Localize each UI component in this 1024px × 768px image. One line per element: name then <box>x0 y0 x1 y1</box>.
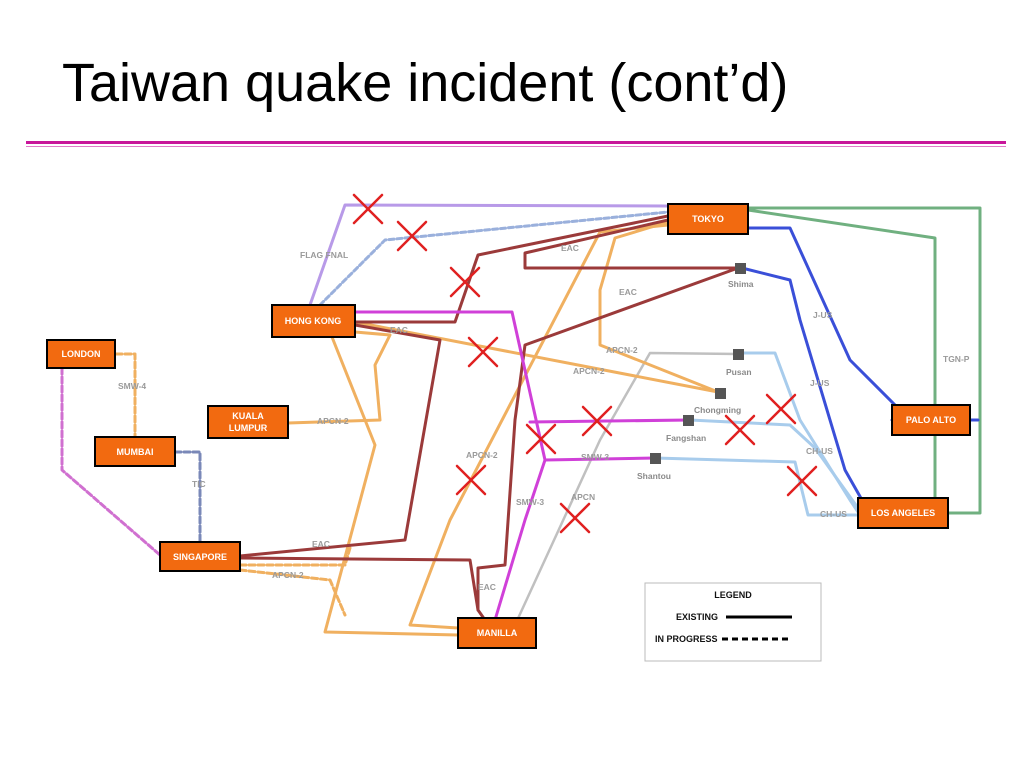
label-apcn2-sg: APCN-2 <box>272 570 304 580</box>
cable-jus-a <box>746 226 902 422</box>
label-chus-2: CH-US <box>820 509 847 519</box>
label-smw3-2: SMW-3 <box>516 497 544 507</box>
cable-smw3-c <box>493 458 547 622</box>
legend-inprogress-label: IN PROGRESS <box>655 634 718 644</box>
legend-title: LEGEND <box>714 590 752 600</box>
title-rule-thin <box>26 146 1006 147</box>
cable-apcn2-d <box>286 330 392 425</box>
label-flag: FLAG FNAL <box>300 250 348 260</box>
cable-chus <box>738 351 860 514</box>
cable-smw4 <box>60 366 162 557</box>
cable-flag <box>308 203 670 307</box>
node-hongkong-label: HONG KONG <box>285 316 342 326</box>
cable-smw4-2 <box>114 352 137 439</box>
label-apcn2-mid: APCN-2 <box>466 450 498 460</box>
label-eac-hk: EAC <box>390 325 408 335</box>
cable-eac-d <box>238 323 442 558</box>
cable-eac-a <box>353 214 670 324</box>
cable-tgnp <box>746 206 982 515</box>
label-eac-sg: EAC <box>312 539 330 549</box>
node-los-angeles: LOS ANGELES <box>857 497 949 529</box>
title-rule <box>26 141 1006 144</box>
station-chongming-icon <box>715 388 726 399</box>
break-mark-icon <box>449 266 481 298</box>
station-fangshan-icon <box>683 415 694 426</box>
node-mumbai-label: MUMBAI <box>117 447 154 457</box>
cable-breaks <box>352 193 818 534</box>
station-shima-icon <box>735 263 746 274</box>
label-apcn2-kl: APCN-2 <box>317 416 349 426</box>
legend: LEGEND EXISTING IN PROGRESS <box>644 582 822 662</box>
station-fangshan-label: Fangshan <box>666 433 706 443</box>
cable-chus-3 <box>688 418 860 510</box>
cable-apcn2-g <box>238 546 352 567</box>
stations: Shima Pusan Chongming Fangshan Shantou <box>637 263 754 481</box>
break-mark-icon <box>467 336 499 368</box>
break-mark-icon <box>765 393 797 425</box>
break-mark-icon <box>559 502 591 534</box>
node-tokyo: TOKYO <box>667 203 749 235</box>
cable-smw3-b <box>528 418 692 424</box>
cable-tic <box>173 450 202 552</box>
break-mark-icon <box>352 193 384 225</box>
label-jus-1: J-US <box>813 310 833 320</box>
cable-jus-b <box>740 266 864 502</box>
node-paloalto-label: PALO ALTO <box>906 415 956 425</box>
cable-apcn2-e <box>323 330 460 637</box>
label-smw4: SMW-4 <box>118 381 146 391</box>
node-london: LONDON <box>46 339 116 369</box>
cable-labels: FLAG FNAL EAC EAC EAC EAC EAC J-US J-US … <box>118 243 970 592</box>
break-mark-icon <box>724 414 756 446</box>
cable-apcn2-a <box>598 220 720 394</box>
station-chongming-label: Chongming <box>694 405 741 415</box>
node-manilla-label: MANILLA <box>477 628 518 638</box>
cable-smw3-a <box>353 310 657 462</box>
break-mark-icon <box>396 220 428 252</box>
label-eac-mid: EAC <box>619 287 637 297</box>
label-apcn2-2: APCN-2 <box>573 366 605 376</box>
label-apcn: APCN <box>571 492 595 502</box>
node-kuala-lumpur: KUALA LUMPUR <box>207 405 289 439</box>
label-eac-bottom: EAC <box>478 582 496 592</box>
label-tgnp: TGN-P <box>943 354 970 364</box>
node-kuala-label-2: LUMPUR <box>229 423 268 433</box>
cable-flag-inprogress <box>318 210 670 307</box>
cable-chus-2 <box>653 456 860 517</box>
cable-eac-b <box>523 218 742 270</box>
node-manilla: MANILLA <box>457 617 537 649</box>
station-shantou-label: Shantou <box>637 471 671 481</box>
node-london-label: LONDON <box>62 349 101 359</box>
cable-apcn2-f <box>238 568 347 617</box>
node-singapore: SINGAPORE <box>159 541 241 572</box>
label-apcn2-1: APCN-2 <box>606 345 638 355</box>
cable-eac-c <box>476 266 740 622</box>
station-shantou-icon <box>650 453 661 464</box>
slide-title: Taiwan quake incident (cont’d) <box>62 53 789 113</box>
label-tic: TIC <box>192 479 206 489</box>
station-pusan-label: Pusan <box>726 367 752 377</box>
node-singapore-label: SINGAPORE <box>173 552 227 562</box>
node-hongkong: HONG KONG <box>271 304 356 338</box>
break-mark-icon <box>525 423 557 455</box>
legend-existing-label: EXISTING <box>676 612 718 622</box>
break-mark-icon <box>455 464 487 496</box>
node-tokyo-label: TOKYO <box>692 214 724 224</box>
node-mumbai: MUMBAI <box>94 436 176 467</box>
node-losangeles-label: LOS ANGELES <box>871 508 935 518</box>
break-mark-icon <box>581 405 613 437</box>
label-smw3-1: SMW-3 <box>581 452 609 462</box>
label-jus-2: J-US <box>810 378 830 388</box>
label-chus-1: CH-US <box>806 446 833 456</box>
break-mark-icon <box>786 465 818 497</box>
station-shima-label: Shima <box>728 279 754 289</box>
label-eac-top: EAC <box>561 243 579 253</box>
cable-apcn <box>513 351 740 627</box>
station-pusan-icon <box>733 349 744 360</box>
node-palo-alto: PALO ALTO <box>891 404 971 436</box>
node-kuala-label-1: KUALA <box>232 411 264 421</box>
cable-eac-e <box>238 556 480 612</box>
